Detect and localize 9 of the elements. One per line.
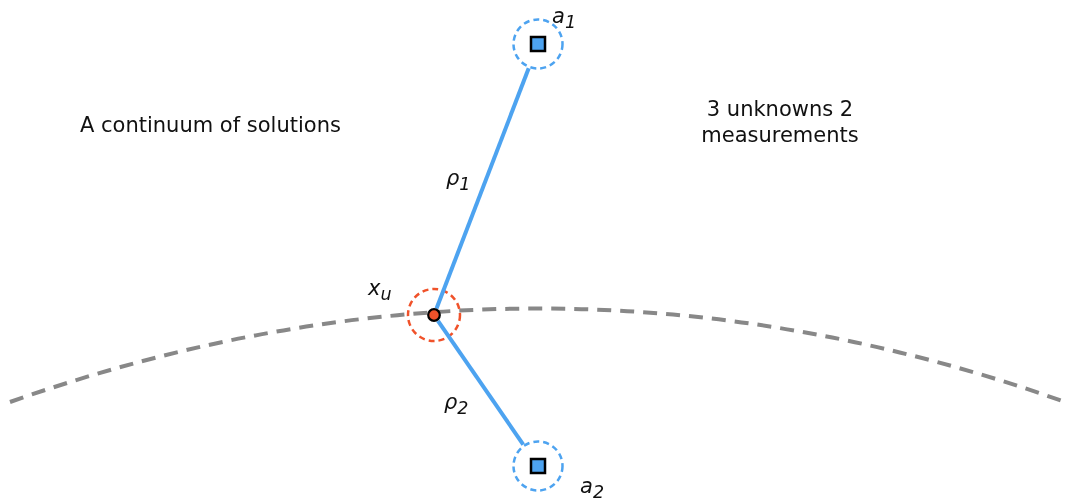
position-dot [427,308,441,322]
node-label: a$_{1}$ [552,4,576,35]
node-label: a$_{2}$ [580,474,604,502]
anchor-marker [512,440,564,492]
distance-line [434,67,531,310]
note-text: A continuum of solutions [80,112,342,138]
node-label: x$_{u}$ [368,276,392,307]
note-text: 3 unknowns 2 measurements [700,96,860,148]
distance-line [436,319,525,446]
